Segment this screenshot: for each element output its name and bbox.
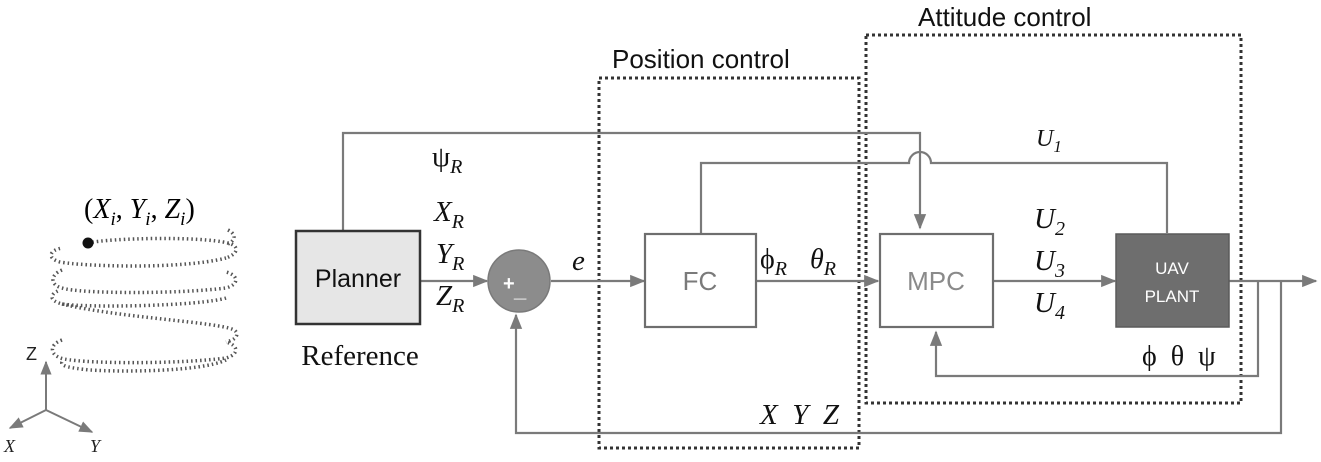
helix-trajectory bbox=[49, 228, 239, 373]
fc-block bbox=[643, 232, 758, 329]
fc-label: FC bbox=[683, 266, 718, 296]
sum-plus-sign: + bbox=[503, 273, 515, 295]
mpc-block bbox=[878, 232, 995, 329]
attitude-control-title: Attitude control bbox=[918, 2, 1091, 32]
reference-label: Reference bbox=[301, 340, 419, 372]
signal-lines bbox=[341, 131, 1318, 435]
waypoint-dot bbox=[82, 237, 94, 249]
attitude-control-frame bbox=[864, 33, 1243, 405]
planner-label: Planner bbox=[315, 265, 401, 293]
sum-minus-sign: _ bbox=[513, 277, 527, 302]
axis-z-label: Z bbox=[26, 344, 37, 364]
psi-r-label: ψR bbox=[432, 141, 462, 178]
u3-label: U3 bbox=[1034, 245, 1065, 282]
u2-label: U2 bbox=[1034, 203, 1065, 240]
error-label: e bbox=[572, 245, 585, 277]
summing-junction bbox=[487, 249, 551, 313]
uav-label-line2: PLANT bbox=[1145, 287, 1200, 306]
waypoint-label: (Xi, Yi, Zi) bbox=[84, 194, 195, 230]
planner-block bbox=[294, 229, 422, 326]
u4-label: U4 bbox=[1034, 287, 1065, 324]
u1-label: U1 bbox=[1036, 126, 1062, 156]
axis-x-label: X bbox=[3, 436, 16, 456]
theta-r-label: θR bbox=[810, 244, 836, 280]
uav-label-line1: UAV bbox=[1155, 259, 1189, 278]
z-r-label: ZR bbox=[436, 280, 464, 317]
mpc-label: MPC bbox=[907, 266, 965, 296]
uav-plant-block bbox=[1115, 233, 1230, 328]
position-control-title: Position control bbox=[612, 44, 790, 74]
position-control-frame bbox=[597, 76, 861, 450]
position-feedback-label: X Y Z bbox=[759, 399, 840, 431]
y-r-label: YR bbox=[436, 238, 464, 275]
x-r-label: XR bbox=[433, 196, 464, 233]
phi-r-label: ϕR bbox=[760, 244, 787, 280]
attitude-feedback-label: ϕ θ ψ bbox=[1142, 341, 1216, 372]
axis-triad bbox=[8, 360, 94, 433]
axis-y-label: Y bbox=[90, 436, 102, 456]
